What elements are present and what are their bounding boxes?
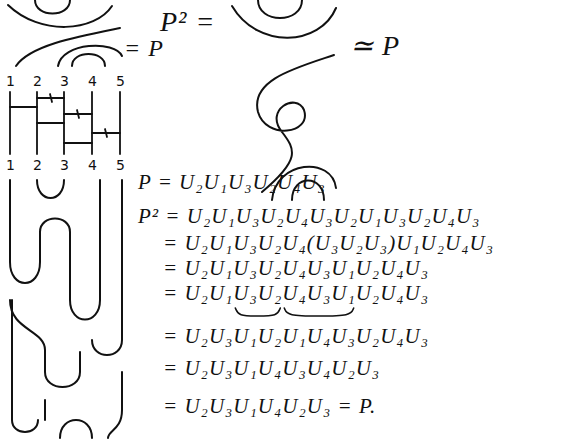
- strand-number: 2: [33, 158, 42, 172]
- equation-line: = U₂U₁U₃U₂U₄U₃U₁U₂U₄U₃: [163, 283, 429, 304]
- loop-diagram: [10, 180, 122, 438]
- strand-number: 4: [88, 158, 97, 172]
- strand-number: 5: [116, 74, 125, 88]
- strand-number: 3: [60, 158, 69, 172]
- tangle-drawing: [232, 0, 336, 200]
- math-label: = P: [124, 36, 164, 60]
- equation-line: = U₂U₁U₃U₂U₄U₃U₁U₂U₄U₃: [163, 258, 429, 279]
- brace-marks: [235, 308, 353, 316]
- equation-line: = U₂U₁U₃U₂U₄(U₃U₂U₃)U₁U₂U₄U₃: [163, 233, 494, 254]
- strand-number: 2: [33, 74, 42, 88]
- strand-number: 1: [6, 74, 15, 88]
- math-label: P² =: [160, 8, 215, 36]
- strand-number: 3: [60, 74, 69, 88]
- equation-line: P² = U₂U₁U₃U₂U₄U₃U₂U₁U₃U₂U₄U₃: [138, 206, 480, 227]
- equation-line: = U₂U₃U₁U₂U₁U₄U₃U₂U₄U₃: [163, 326, 429, 347]
- strand-number: 1: [6, 158, 15, 172]
- strand-number: 4: [88, 74, 97, 88]
- math-label: ≃ P: [350, 32, 400, 60]
- strand-diagram: [10, 92, 120, 154]
- underbrace: [284, 308, 353, 316]
- strand-number: 5: [116, 158, 125, 172]
- equation-line: = U₂U₃U₁U₄U₃U₄U₂U₃: [163, 358, 380, 379]
- equation-line: = U₂U₃U₁U₄U₂U₃ = P.: [163, 396, 376, 417]
- tangle-drawing: [8, 0, 122, 66]
- equation-line: P = U₂U₁U₃U₂U₄U₃: [138, 172, 326, 193]
- underbrace: [235, 308, 280, 316]
